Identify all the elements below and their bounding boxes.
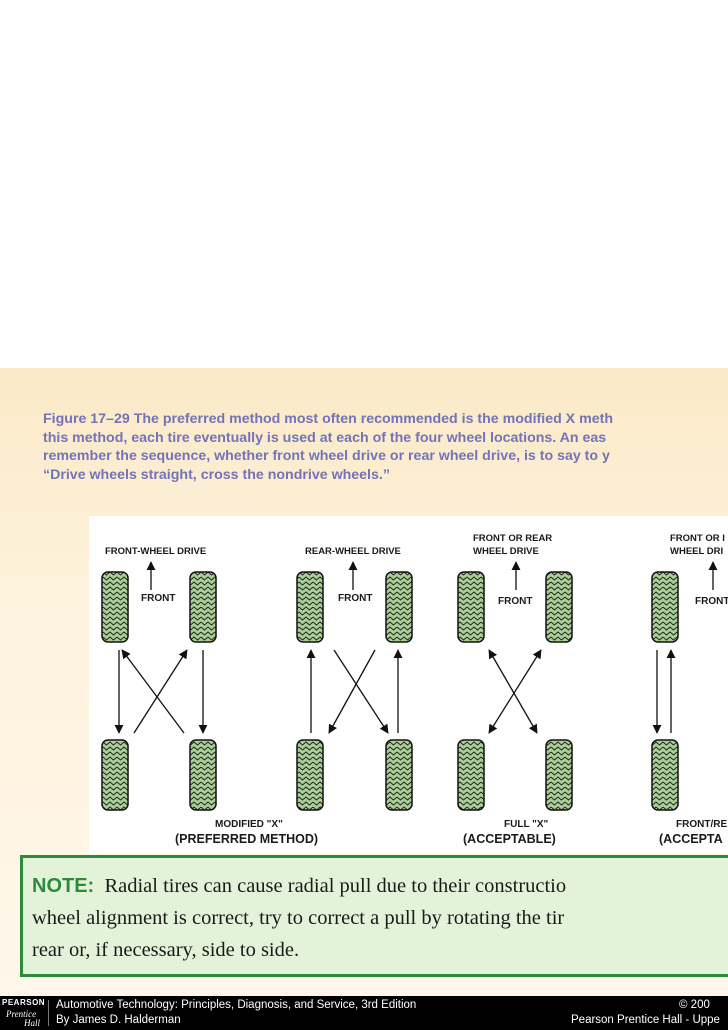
- note-line: wheel alignment is correct, try to corre…: [32, 907, 565, 929]
- front-label: FRONT: [695, 596, 728, 607]
- tire-icon: [101, 739, 129, 811]
- panel-header: WHEEL DRI: [670, 546, 723, 557]
- method-name: MODIFIED "X": [215, 819, 283, 830]
- method-name: FRONT/RE: [676, 819, 727, 830]
- panel-header: WHEEL DRIVE: [473, 546, 539, 557]
- rotation-arrow: [133, 649, 188, 734]
- panel-header: FRONT OR REAR: [473, 533, 552, 544]
- panel-header: FRONT-WHEEL DRIVE: [105, 546, 206, 557]
- tire-rotation-figure: FRONT-WHEEL DRIVE REAR-WHEEL DRIVE FRONT…: [89, 516, 728, 854]
- tire-icon: [651, 739, 679, 811]
- tire-rotation-diagram: FRONT-WHEEL DRIVE REAR-WHEEL DRIVE FRONT…: [101, 533, 728, 846]
- method-rating: (ACCEPTABLE): [463, 832, 556, 846]
- note-text: NOTE: Radial tires can cause radial pull…: [32, 870, 728, 966]
- method-name: FULL "X": [504, 819, 549, 830]
- panel-header: REAR-WHEEL DRIVE: [305, 546, 401, 557]
- footer-bar: PEARSON Prentice Hall Automotive Technol…: [0, 996, 728, 1030]
- pearson-prentice-hall-logo: PEARSON Prentice Hall: [2, 998, 48, 1028]
- tire-icon: [101, 571, 129, 643]
- publisher: Pearson Prentice Hall - Uppe: [571, 1014, 720, 1026]
- logo-text: Hall: [24, 1018, 41, 1028]
- method-rating: (ACCEPTA: [659, 832, 723, 846]
- rotation-arrow: [333, 649, 389, 734]
- note-line: rear or, if necessary, side to side.: [32, 939, 300, 961]
- slide: Figure 17–29 The preferred method most o…: [0, 368, 728, 996]
- logo-text: PEARSON: [2, 998, 46, 1007]
- logo-text: Prentice: [6, 1009, 37, 1019]
- rotation-arrow: [328, 649, 376, 734]
- tire-icon: [296, 571, 324, 643]
- author: By James D. Halderman: [56, 1014, 181, 1026]
- note-label: NOTE:: [32, 875, 95, 897]
- rotation-arrow: [121, 649, 185, 734]
- caption-line: “Drive wheels straight, cross the nondri…: [43, 466, 390, 483]
- tire-icon: [545, 739, 573, 811]
- tire-icon: [651, 571, 679, 643]
- tire-icon: [296, 739, 324, 811]
- copyright: © 200: [679, 999, 710, 1011]
- tire-icon: [189, 571, 217, 643]
- method-rating: (PREFERRED METHOD): [175, 832, 318, 846]
- front-label: FRONT: [498, 596, 532, 607]
- figure-caption: Figure 17–29 The preferred method most o…: [43, 410, 728, 484]
- tire-icon: [457, 739, 485, 811]
- caption-line: Figure 17–29 The preferred method most o…: [43, 411, 613, 427]
- book-title: Automotive Technology: Principles, Diagn…: [56, 999, 417, 1011]
- tire-icon: [545, 571, 573, 643]
- footer-divider: [48, 1000, 49, 1026]
- note-line: Radial tires can cause radial pull due t…: [104, 875, 567, 897]
- rotation-arrow: [488, 649, 542, 734]
- caption-line: remember the sequence, whether front whe…: [43, 448, 610, 464]
- front-label: FRONT: [141, 593, 175, 604]
- front-label: FRONT: [338, 593, 372, 604]
- tire-icon: [385, 571, 413, 643]
- tire-icon: [457, 571, 485, 643]
- caption-line: this method, each tire eventually is use…: [43, 429, 607, 446]
- tire-icon: [189, 739, 217, 811]
- note-box: NOTE: Radial tires can cause radial pull…: [20, 855, 728, 977]
- panel-header: FRONT OR I: [670, 533, 725, 544]
- tire-icon: [385, 739, 413, 811]
- blank-area: [0, 0, 728, 368]
